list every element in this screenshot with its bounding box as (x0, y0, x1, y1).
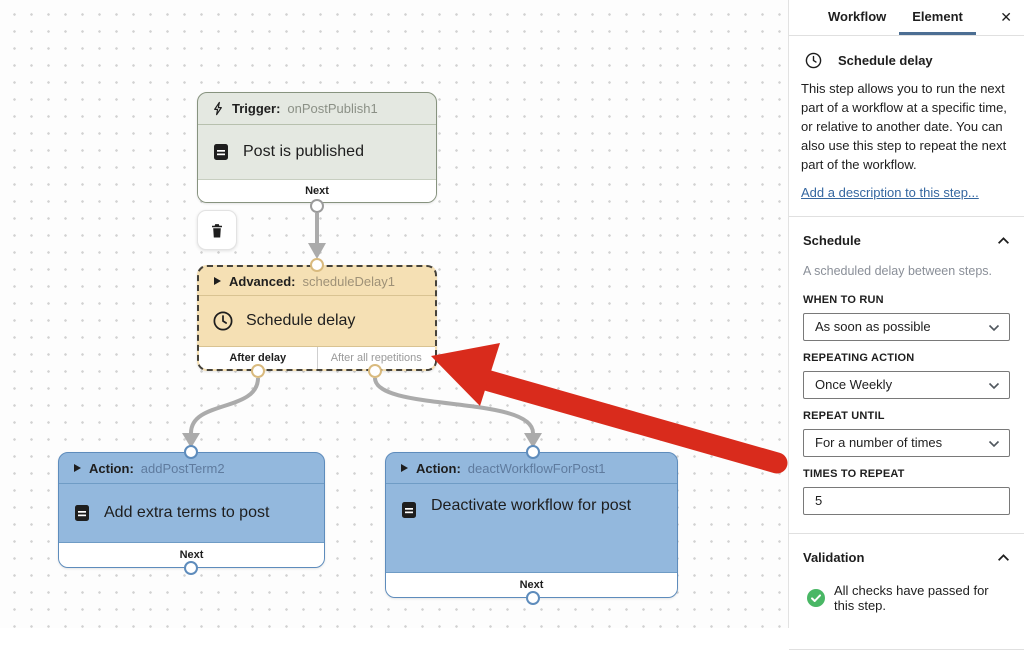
delay-input-port[interactable] (310, 258, 324, 272)
validation-section-header[interactable]: Validation (801, 548, 1012, 567)
repeat-until-label: REPEAT UNTIL (803, 409, 885, 422)
add-post-term-node[interactable]: Action: addPostTerm2 Add extra terms to … (58, 452, 325, 568)
element-description: This step allows you to run the next par… (801, 81, 1007, 173)
chevron-up-icon (998, 553, 1009, 561)
deactivate-workflow-node[interactable]: Action: deactWorkflowForPost1 Deactivate… (385, 452, 678, 598)
tab-workflow[interactable]: Workflow (828, 8, 887, 24)
red-arrow-head (431, 343, 500, 406)
chevron-up-icon (998, 236, 1009, 244)
times-to-repeat-input[interactable] (803, 486, 1010, 515)
schedule-delay-node[interactable]: Advanced: scheduleDelay1 Schedule delay … (197, 265, 437, 371)
add-description-link[interactable]: Add a description to this step... (801, 184, 979, 200)
repeating-action-value: Once Weekly (815, 377, 893, 393)
node-kind-label: Advanced: (229, 273, 296, 289)
next-label: Next (179, 549, 204, 561)
next-label: Next (519, 579, 544, 591)
trigger-node-header: Trigger: onPostPublish1 (198, 93, 436, 125)
connector-delay-to-action1 (189, 377, 260, 434)
node-id-label: addPostTerm2 (140, 460, 225, 476)
element-title: Schedule delay (838, 53, 933, 68)
after-repetitions-port[interactable] (368, 364, 382, 378)
play-triangle-icon (214, 277, 221, 285)
action-node-header: Action: addPostTerm2 (59, 453, 324, 484)
validation-section: Validation All checks have passed for th… (789, 534, 1024, 650)
delete-step-button[interactable] (197, 210, 237, 250)
chevron-down-icon (988, 382, 1000, 389)
settings-sidebar: Workflow Element ✕ Schedule delay This s… (788, 0, 1024, 650)
after-delay-port[interactable] (251, 364, 265, 378)
validation-section-title: Validation (803, 549, 865, 565)
connector-delay-to-action2 (373, 377, 535, 434)
next-label: Next (305, 185, 329, 197)
connector-arrowhead (308, 243, 326, 259)
play-triangle-icon (74, 464, 81, 472)
action1-output-port[interactable] (184, 561, 198, 575)
action2-input-port[interactable] (526, 445, 540, 459)
schedule-section-header[interactable]: Schedule (801, 231, 1012, 250)
repeating-action-select[interactable]: Once Weekly (803, 370, 1010, 399)
node-id-label: onPostPublish1 (287, 101, 378, 116)
when-to-run-label: WHEN TO RUN (803, 293, 884, 306)
node-title: Schedule delay (246, 312, 356, 329)
workflow-canvas[interactable]: Trigger: onPostPublish1 Post is publishe… (0, 0, 789, 628)
delay-node-header: Advanced: scheduleDelay1 (199, 267, 435, 296)
chevron-down-icon (988, 440, 1000, 447)
trash-icon (212, 223, 222, 237)
document-icon (75, 505, 89, 521)
clock-icon (213, 311, 233, 331)
bolt-icon (214, 101, 222, 116)
repeat-until-select[interactable]: For a number of times (803, 428, 1010, 457)
after-all-repetitions-branch[interactable]: After all repetitions (330, 352, 422, 364)
validation-message: All checks have passed for this step. (834, 582, 989, 613)
chevron-down-icon (988, 324, 1000, 331)
trigger-node-body: Post is published (198, 125, 436, 179)
trigger-output-port[interactable] (310, 199, 324, 213)
document-icon (214, 144, 228, 160)
schedule-section-title: Schedule (803, 232, 861, 248)
times-to-repeat-label: TIMES TO REPEAT (803, 467, 905, 480)
delay-node-branches: After delay After all repetitions (199, 346, 435, 369)
schedule-section: Schedule A scheduled delay between steps… (789, 217, 1024, 534)
schedule-subtitle: A scheduled delay between steps. (803, 263, 993, 278)
node-kind-label: Action: (416, 460, 461, 476)
after-delay-branch[interactable]: After delay (199, 347, 318, 369)
when-to-run-value: As soon as possible (815, 319, 931, 335)
element-panel: Schedule delay This step allows you to r… (789, 36, 1024, 217)
node-title: Deactivate workflow for post (431, 497, 632, 514)
repeat-until-value: For a number of times (815, 435, 943, 451)
trigger-next-branch[interactable]: Next (198, 179, 436, 202)
sidebar-tabs: Workflow Element ✕ (789, 0, 1024, 36)
node-title: Post is published (243, 143, 364, 160)
play-triangle-icon (401, 464, 408, 472)
action-node-body: Deactivate workflow for post (386, 484, 677, 572)
node-kind-label: Action: (89, 460, 134, 476)
action1-input-port[interactable] (184, 445, 198, 459)
check-circle-icon (807, 588, 825, 607)
action2-output-port[interactable] (526, 591, 540, 605)
when-to-run-select[interactable]: As soon as possible (803, 312, 1010, 341)
delay-node-body: Schedule delay (199, 296, 435, 346)
close-icon[interactable]: ✕ (1000, 9, 1012, 25)
trigger-node[interactable]: Trigger: onPostPublish1 Post is publishe… (197, 92, 437, 203)
node-id-label: deactWorkflowForPost1 (467, 460, 606, 476)
action-node-body: Add extra terms to post (59, 484, 324, 542)
node-kind-label: Trigger: (232, 101, 281, 116)
repeating-action-label: REPEATING ACTION (803, 351, 915, 364)
node-id-label: scheduleDelay1 (302, 273, 395, 289)
clock-icon (805, 52, 822, 69)
validation-status-row: All checks have passed for this step. (807, 583, 1010, 613)
action1-next-branch[interactable]: Next (59, 542, 324, 567)
node-title: Add extra terms to post (104, 504, 270, 521)
document-icon (402, 502, 416, 518)
tab-element[interactable]: Element (899, 0, 976, 35)
